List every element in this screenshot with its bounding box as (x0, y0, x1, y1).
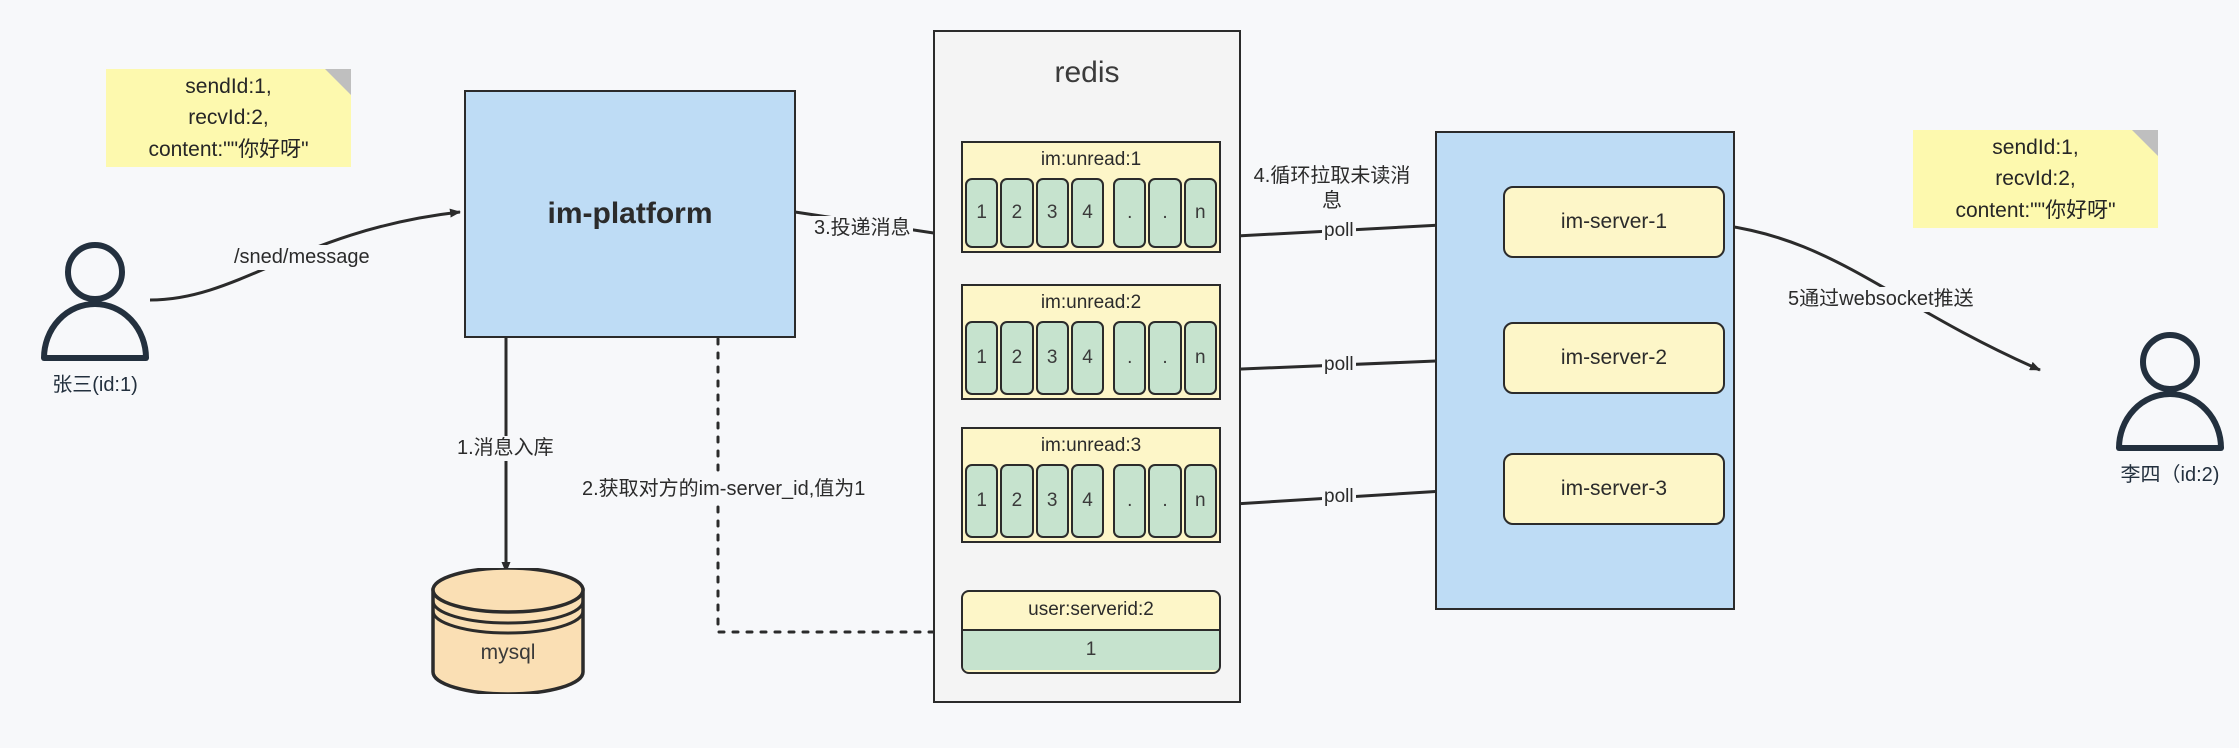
redis-cell[interactable]: 4 (1070, 321, 1105, 395)
edge-label-step5: 5通过websocket推送 (1786, 287, 1976, 312)
im-server-1-label: im-server-1 (1560, 210, 1668, 233)
redis-cell[interactable]: . (1148, 178, 1182, 248)
redis-cell[interactable]: 3 (1035, 321, 1069, 395)
redis-list-im-unread-3[interactable]: im:unread:3 1 2 3 4 . . n (961, 427, 1221, 543)
actor-lisi-label: 李四（id:2) (2120, 464, 2220, 486)
actor-zhangsan: 张三(id:1) (30, 240, 160, 396)
redis-cell[interactable]: n (1183, 464, 1217, 538)
redis-title: redis (1054, 56, 1120, 89)
sticky-note-left-text: sendId:1, recvId:2, content:""你好呀" (148, 74, 309, 161)
redis-cell[interactable]: . (1113, 321, 1147, 395)
redis-cell[interactable]: 4 (1070, 178, 1105, 248)
sticky-note-right-text: sendId:1, recvId:2, content:""你好呀" (1955, 135, 2116, 222)
redis-entry-user-serverid[interactable]: user:serverid:2 1 (961, 590, 1221, 674)
redis-list-3-key: im:unread:3 (1040, 435, 1142, 456)
redis-cell[interactable]: 2 (1000, 321, 1034, 395)
edge-label-step2: 2.获取对方的im-server_id,值为1 (580, 477, 868, 502)
database-cylinder-icon (431, 566, 585, 696)
redis-cell[interactable]: 1 (965, 464, 999, 538)
im-server-2-node[interactable]: im-server-2 (1503, 322, 1725, 394)
redis-cell[interactable]: n (1183, 178, 1217, 248)
edge-label-step1: 1.消息入库 (455, 436, 556, 461)
user-icon (41, 242, 149, 361)
edge-label-step3: 3.投递消息 (812, 216, 913, 241)
redis-list-1-key: im:unread:1 (1040, 149, 1142, 170)
redis-cell[interactable]: . (1148, 464, 1182, 538)
im-server-1-node[interactable]: im-server-1 (1503, 186, 1725, 258)
redis-cell[interactable]: 1 (965, 178, 999, 248)
im-platform-label: im-platform (547, 197, 713, 230)
redis-list-2-key: im:unread:2 (1040, 292, 1142, 313)
redis-cell[interactable]: 1 (965, 321, 999, 395)
actor-zhangsan-label: 张三(id:1) (52, 374, 138, 396)
sticky-note-right: sendId:1, recvId:2, content:""你好呀" (1913, 130, 2158, 228)
sticky-fold-icon (2132, 130, 2158, 156)
sticky-note-left: sendId:1, recvId:2, content:""你好呀" (106, 69, 351, 167)
redis-cell[interactable]: 2 (1000, 464, 1034, 538)
redis-cell[interactable]: 2 (1000, 178, 1034, 248)
actor-lisi: 李四（id:2) (2105, 330, 2235, 486)
redis-cell[interactable]: . (1148, 321, 1182, 395)
redis-entry-key: user:serverid:2 (963, 592, 1219, 631)
edge-redis-to-platform-dotted (713, 318, 964, 634)
redis-cell[interactable]: 3 (1035, 464, 1069, 538)
redis-cell[interactable]: 3 (1035, 178, 1069, 248)
im-server-3-node[interactable]: im-server-3 (1503, 453, 1725, 525)
redis-cell[interactable]: . (1113, 464, 1147, 538)
redis-list-im-unread-2[interactable]: im:unread:2 1 2 3 4 . . n (961, 284, 1221, 400)
im-server-3-label: im-server-3 (1560, 477, 1668, 500)
user-icon (2116, 332, 2224, 451)
redis-entry-value: 1 (963, 631, 1219, 670)
edge-label-send-message: /sned/message (232, 245, 372, 270)
edge-label-poll-2: poll (1322, 353, 1356, 377)
redis-cell[interactable]: n (1183, 321, 1217, 395)
mysql-label: mysql (480, 641, 536, 665)
im-server-2-label: im-server-2 (1560, 346, 1668, 369)
redis-cell[interactable]: 4 (1070, 464, 1105, 538)
redis-cell[interactable]: . (1113, 178, 1147, 248)
edge-label-poll-1: poll (1322, 219, 1356, 243)
redis-list-im-unread-1[interactable]: im:unread:1 1 2 3 4 . . n (961, 141, 1221, 253)
im-platform-node[interactable]: im-platform (464, 90, 796, 338)
sticky-fold-icon (325, 69, 351, 95)
edge-label-step4: 4.循环拉取未读消息 (1251, 164, 1413, 214)
mysql-database[interactable]: mysql (428, 566, 588, 696)
edge-label-poll-3: poll (1322, 485, 1356, 509)
